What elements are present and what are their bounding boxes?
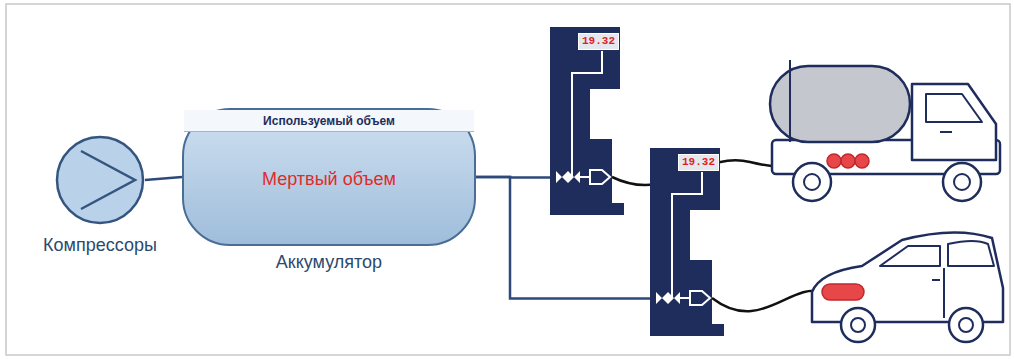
fuel-dispenser: 19.32 (650, 148, 728, 336)
frame (6, 4, 1010, 355)
zone-label: Мертвый объем (262, 169, 396, 190)
gas-pipe (145, 177, 182, 180)
compressor-symbol (55, 135, 145, 225)
accumulator-vessel: Используемый объемМертвый объемАккумулят… (182, 108, 476, 246)
compressor-symbol: Компрессоры (55, 135, 145, 225)
dispenser-body (550, 27, 628, 215)
part-label: Компрессоры (43, 235, 157, 256)
part-label: Аккумулятор (276, 252, 382, 273)
truck-illustration (770, 60, 1000, 201)
display-reading: 19.32 (578, 33, 619, 50)
zone-label: Используемый объем (184, 110, 474, 132)
hose (712, 291, 822, 312)
fuel-dispenser: 19.32 (550, 27, 628, 215)
car-illustration (812, 232, 1003, 342)
dispenser-body (650, 148, 728, 336)
display-reading: 19.32 (678, 154, 719, 171)
